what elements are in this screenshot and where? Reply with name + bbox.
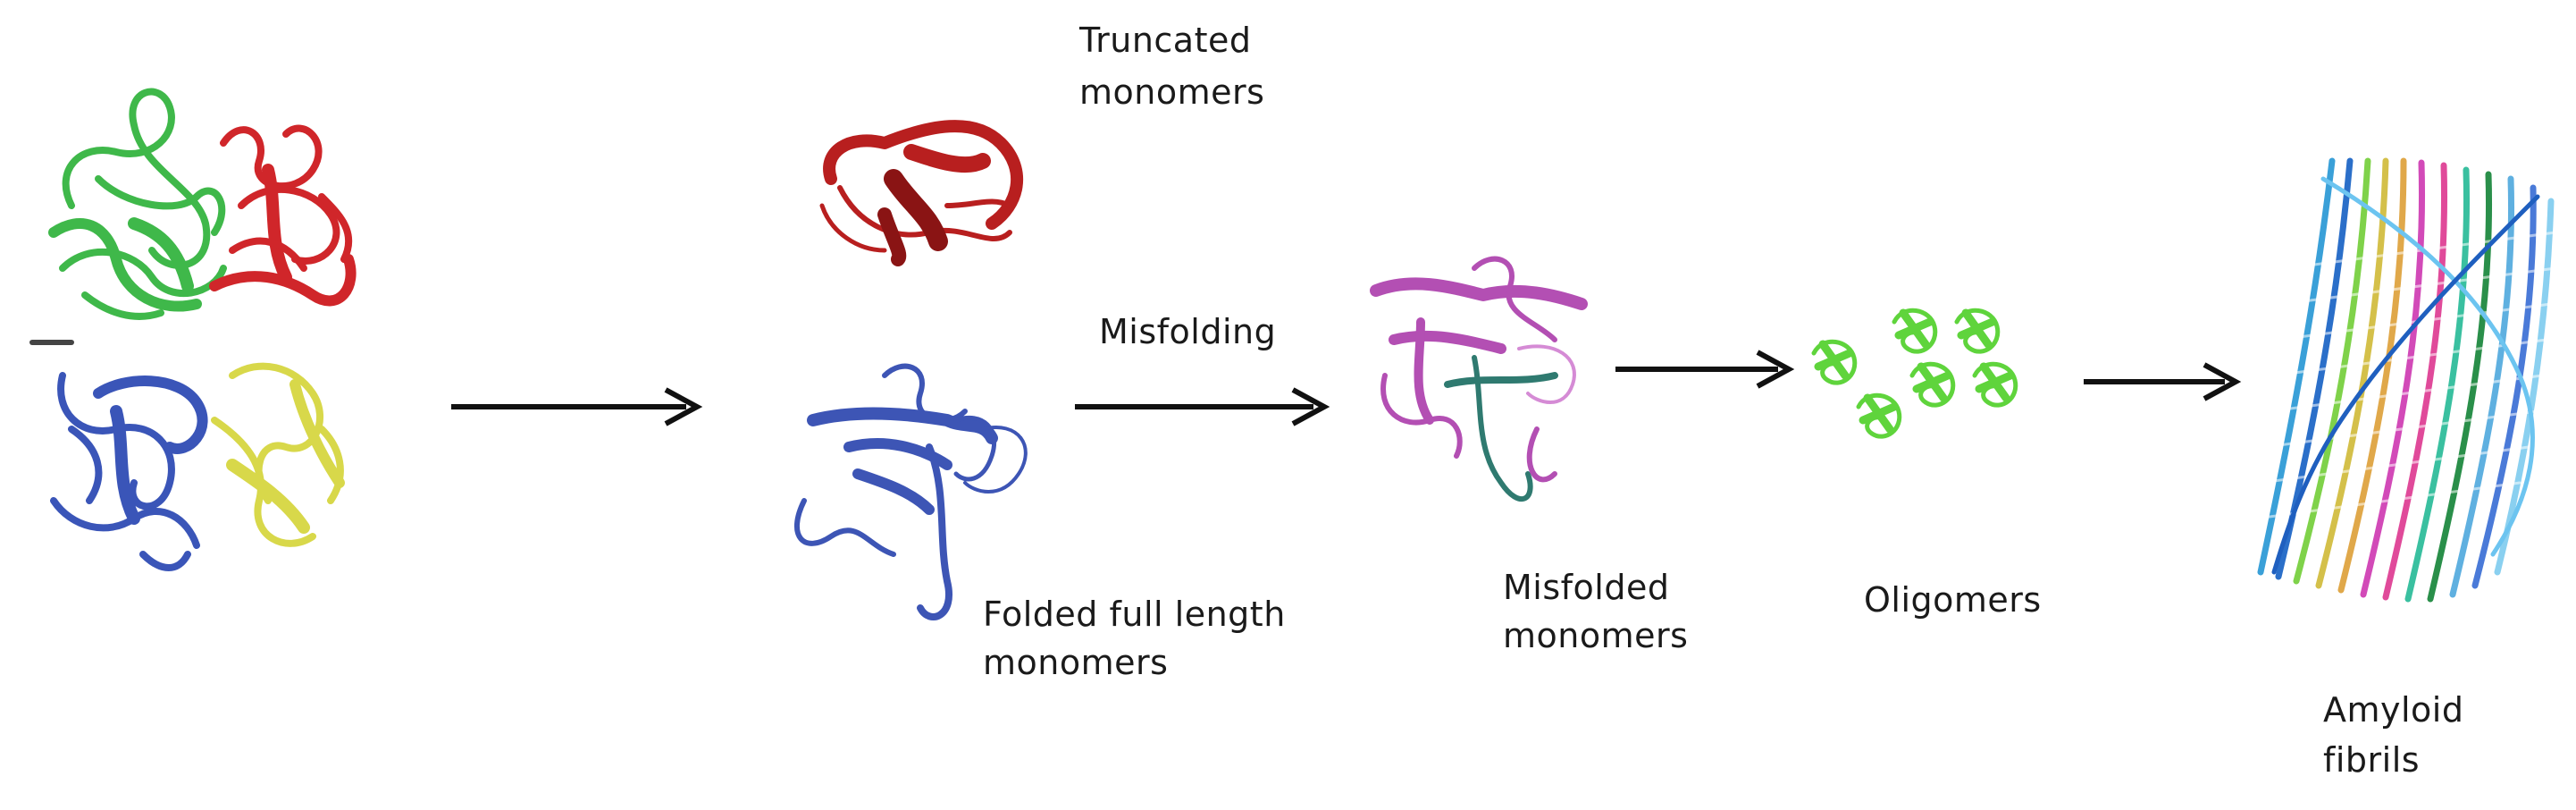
tetramer-yellow-subunit (211, 362, 345, 547)
amyloid-fibrils-label: Amyloid fibrils (2323, 685, 2464, 785)
misfolding-text: Misfolding (1099, 312, 1277, 351)
folded-monomer-structure-icon (793, 363, 1028, 620)
arrow-1-icon (451, 387, 703, 426)
oligomers-text: Oligomers (1864, 580, 2042, 620)
oligomer-1 (1811, 339, 1858, 385)
truncated-monomers-label: Truncated monomers (1079, 14, 1264, 118)
folded-line-2: monomers (983, 643, 1169, 682)
arrow-4-icon (2084, 362, 2242, 401)
oligomer-2 (1892, 308, 1938, 354)
misfolded-line-2: monomers (1503, 616, 1689, 655)
oligomer-4 (1856, 392, 1902, 439)
tetramer-structure-icon (29, 88, 357, 571)
oligomer-6 (1909, 361, 1956, 408)
arrow-2-icon (1075, 387, 1330, 426)
folded-monomers-label: Folded full length monomers (983, 590, 1286, 687)
tetramer-blue-subunit (50, 372, 208, 571)
amyloid-line-1: Amyloid (2323, 690, 2464, 730)
arrow-3-icon (1615, 350, 1795, 389)
oligomer-5 (1972, 361, 2018, 408)
oligomer-cluster-icon (1811, 308, 2018, 439)
misfolded-monomers-label: Misfolded monomers (1503, 563, 1688, 660)
truncated-line-1: Truncated (1079, 21, 1252, 60)
amyloid-line-2: fibrils (2323, 740, 2421, 780)
misfolding-label: Misfolding (1099, 308, 1276, 355)
amyloid-fibril-icon (2254, 157, 2557, 603)
folded-line-1: Folded full length (983, 595, 1286, 634)
oligomer-3 (1954, 308, 2001, 354)
misfolded-line-1: Misfolded (1503, 568, 1670, 607)
oligomers-label: Oligomers (1864, 577, 2042, 623)
misfolded-monomer-structure-icon (1370, 256, 1588, 502)
truncated-line-2: monomers (1079, 72, 1265, 112)
truncated-monomer-structure-icon (819, 120, 1023, 266)
tetramer-green-subunit (48, 88, 227, 320)
tetramer-red-subunit (209, 124, 357, 307)
